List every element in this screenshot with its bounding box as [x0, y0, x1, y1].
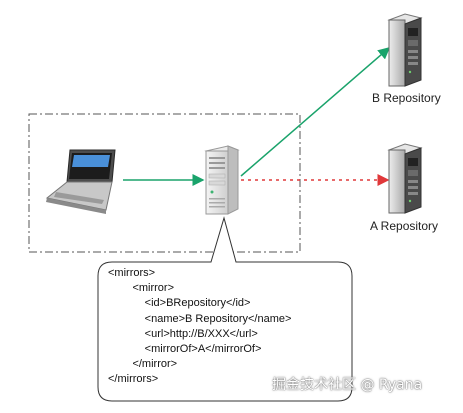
server-rack-icon: [387, 13, 423, 87]
watermark: 掘金技术社区 @ Ryana: [272, 377, 423, 393]
code-line: <id>BRepository</id>: [108, 297, 251, 310]
proxy-to-b-repository-arrow: [240, 47, 391, 177]
a-repository-label: A Repository: [370, 219, 439, 233]
local-network-boundary: [28, 113, 301, 253]
laptop-icon: [45, 149, 116, 214]
code-line: <url>http://B/XXX</url>: [108, 327, 258, 340]
code-line: <name>B Repository</name>: [108, 312, 292, 325]
config-callout: [97, 216, 353, 402]
code-line: </mirror>: [108, 358, 178, 371]
code-line: <mirrorOf>A</mirrorOf>: [108, 343, 262, 356]
code-line: <mirrors>: [108, 267, 156, 279]
b-repository-label: B Repository: [372, 91, 441, 105]
server-tower-icon: [204, 145, 240, 215]
code-line: </mirrors>: [108, 373, 159, 386]
server-rack-icon: [387, 143, 423, 214]
mirror-config-code: <mirrors> <mirror> <id>BRepository</id> …: [108, 266, 291, 388]
code-line: <mirror>: [108, 282, 175, 295]
